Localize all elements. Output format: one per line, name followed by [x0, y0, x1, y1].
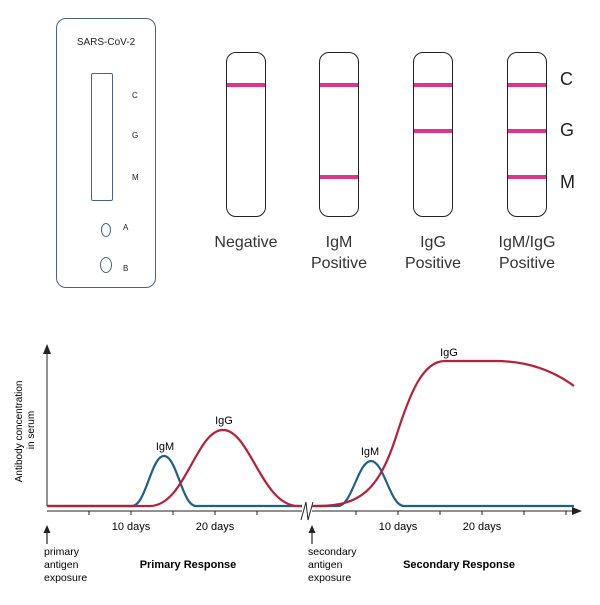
- strip-negative: [226, 52, 266, 217]
- cassette-mark-m: M: [132, 173, 139, 182]
- control-band: [508, 83, 546, 87]
- y-axis-arrow: [43, 344, 51, 354]
- test-cassette: SARS-CoV-2 C G M A B: [56, 18, 156, 288]
- label-igm-igg-positive-line2: Positive: [498, 255, 556, 272]
- tick-label-secondary-20: 20 days: [463, 521, 502, 533]
- well-label-a: A: [123, 223, 129, 232]
- igm-band: [508, 175, 546, 179]
- igg-band: [414, 129, 452, 133]
- label-igg-positive-line2: Positive: [404, 255, 462, 272]
- igm-curve-primary: [47, 454, 302, 508]
- sample-well-b: [100, 257, 112, 273]
- label-igm-positive-line1: IgM: [325, 234, 353, 251]
- control-band: [227, 83, 265, 87]
- tick-label-secondary-10: 10 days: [379, 521, 418, 533]
- well-label-b: B: [123, 264, 129, 273]
- antibody-response-graph: Antibody concentration in serum 10 days …: [14, 344, 582, 584]
- label-igm-positive: IgM Positive: [289, 232, 389, 274]
- label-negative: Negative: [196, 232, 296, 253]
- primary-exposure-arrowhead: [43, 525, 51, 533]
- label-igm-igg-positive: IgM/IgG Positive: [477, 232, 577, 274]
- strip-igm-igg-positive: [507, 52, 547, 217]
- secondary-exposure-arrowhead: [308, 525, 316, 533]
- cassette-mark-g: G: [132, 131, 139, 140]
- primary-exposure-label: primary antigen exposure: [44, 546, 87, 584]
- igg-label-secondary: IgG: [440, 347, 458, 359]
- y-axis-label: Antibody concentration in serum: [14, 378, 37, 483]
- tick-label-primary-10: 10 days: [112, 521, 151, 533]
- strip-igm-positive: [319, 52, 359, 217]
- line-label-g: G: [560, 120, 575, 140]
- strip-igg-positive: [413, 52, 453, 217]
- igg-curve-primary: [47, 428, 302, 508]
- label-igm-igg-positive-line1: IgM/IgG: [498, 234, 556, 251]
- cassette-title: SARS-CoV-2: [76, 37, 136, 48]
- control-band: [320, 83, 358, 87]
- tick-label-primary-20: 20 days: [196, 521, 235, 533]
- secondary-response-title: Secondary Response: [403, 559, 515, 571]
- igg-label-primary: IgG: [215, 415, 233, 427]
- igm-label-secondary: IgM: [361, 446, 379, 458]
- x-axis-ticks: [88, 511, 567, 515]
- igg-curve-secondary: [312, 359, 575, 508]
- control-band: [414, 83, 452, 87]
- primary-response-title: Primary Response: [140, 559, 237, 571]
- cassette-mark-c: C: [132, 91, 138, 100]
- label-negative-line1: Negative: [214, 234, 278, 251]
- line-label-c: C: [560, 69, 573, 89]
- sample-well-a: [101, 223, 111, 237]
- secondary-exposure-label: secondary antigen exposure: [308, 546, 359, 584]
- igm-curve-secondary: [312, 459, 574, 508]
- igm-band: [320, 175, 358, 179]
- x-axis-arrow: [572, 507, 582, 515]
- igm-label-primary: IgM: [156, 441, 174, 453]
- label-igm-positive-line2: Positive: [310, 255, 368, 272]
- result-window: [91, 73, 113, 201]
- igg-band: [508, 129, 546, 133]
- label-igg-positive-line1: IgG: [420, 234, 446, 251]
- line-label-m: M: [560, 172, 575, 192]
- label-igg-positive: IgG Positive: [383, 232, 483, 274]
- axis-break: [300, 501, 314, 521]
